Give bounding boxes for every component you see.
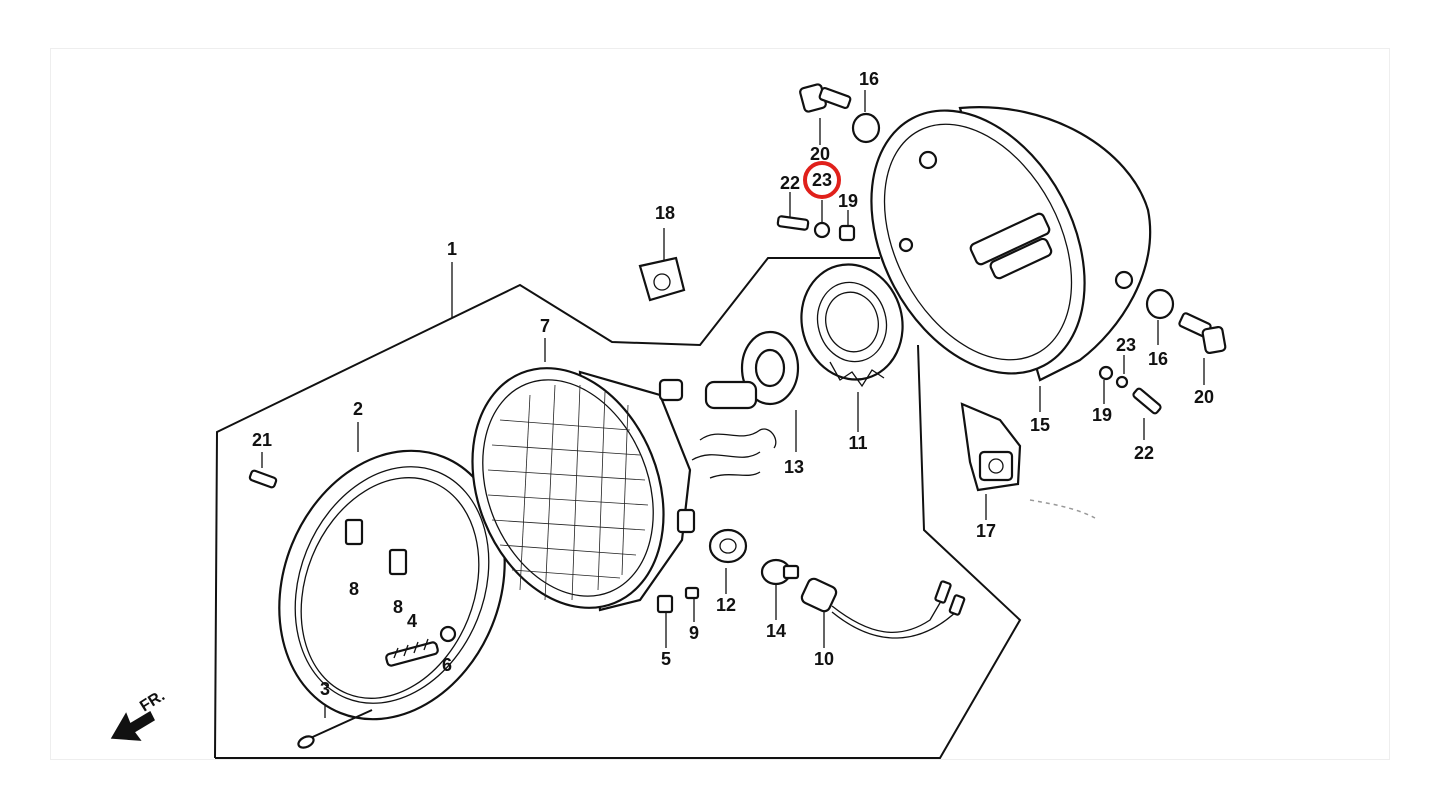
label-part-6: 6 [442, 655, 452, 675]
label-part-15: 15 [1030, 415, 1050, 435]
assembly-outline-right [215, 344, 1022, 759]
label-part-5: 5 [661, 649, 671, 669]
bulb-part-14 [760, 558, 800, 586]
nut-part-8a [344, 518, 364, 546]
bolt-part-20-top [799, 83, 852, 113]
label-part-22b: 22 [1134, 443, 1154, 463]
spacer-part-16-top [851, 112, 881, 144]
label-part-19b: 19 [1092, 405, 1112, 425]
clip-part-5 [656, 594, 674, 614]
label-part-13: 13 [784, 457, 804, 477]
washer-part-6 [439, 625, 457, 643]
label-part-8b: 8 [393, 597, 403, 617]
diagram-frame [50, 48, 1390, 760]
label-part-1: 1 [447, 239, 457, 259]
hardware-right [1098, 365, 1162, 415]
label-part-14: 14 [766, 621, 786, 641]
bolt-part-20-right [1178, 312, 1227, 355]
bracket-part-17 [960, 402, 1022, 492]
spring-part-4 [385, 638, 439, 667]
headlight-case-part-15 [870, 106, 1152, 382]
label-part-2: 2 [353, 399, 363, 419]
lens-unit-part-7 [471, 367, 696, 612]
rim-part-2 [278, 449, 506, 721]
label-part-21: 21 [252, 430, 272, 450]
label-part-23a: 23 [812, 170, 832, 190]
nut-part-9 [684, 586, 700, 600]
label-part-19a: 19 [838, 191, 858, 211]
label-part-12: 12 [716, 595, 736, 615]
assembly-outline [214, 257, 880, 759]
label-part-16a: 16 [859, 69, 879, 89]
label-part-18: 18 [655, 203, 675, 223]
spacer-part-16-right [1145, 288, 1175, 320]
socket-part-10 [800, 577, 966, 639]
label-part-11: 11 [848, 433, 867, 453]
label-part-23b: 23 [1116, 335, 1136, 355]
screw-part-3 [297, 709, 373, 749]
label-part-4: 4 [407, 611, 417, 631]
clip-part-18 [638, 256, 686, 302]
label-part-22a: 22 [780, 173, 800, 193]
bulb-part-13 [691, 330, 800, 479]
label-part-9: 9 [689, 623, 699, 643]
screw-part-21 [248, 469, 278, 489]
front-direction-label: FR. [137, 687, 168, 715]
dashed-reference-line [1029, 499, 1096, 519]
retainer-part-11 [800, 263, 904, 388]
label-part-20a: 20 [810, 144, 830, 164]
label-part-17: 17 [976, 521, 996, 541]
highlight-circle-part-23 [803, 161, 841, 199]
hardware-top [776, 215, 856, 242]
label-part-16b: 16 [1148, 349, 1168, 369]
label-part-3: 3 [320, 679, 330, 699]
label-part-7: 7 [540, 316, 550, 336]
front-direction-arrow [110, 710, 155, 741]
label-part-20b: 20 [1194, 387, 1214, 407]
label-part-10: 10 [814, 649, 834, 669]
nut-part-8b [388, 548, 408, 576]
grommet-part-12 [708, 528, 748, 564]
label-part-8a: 8 [349, 579, 359, 599]
